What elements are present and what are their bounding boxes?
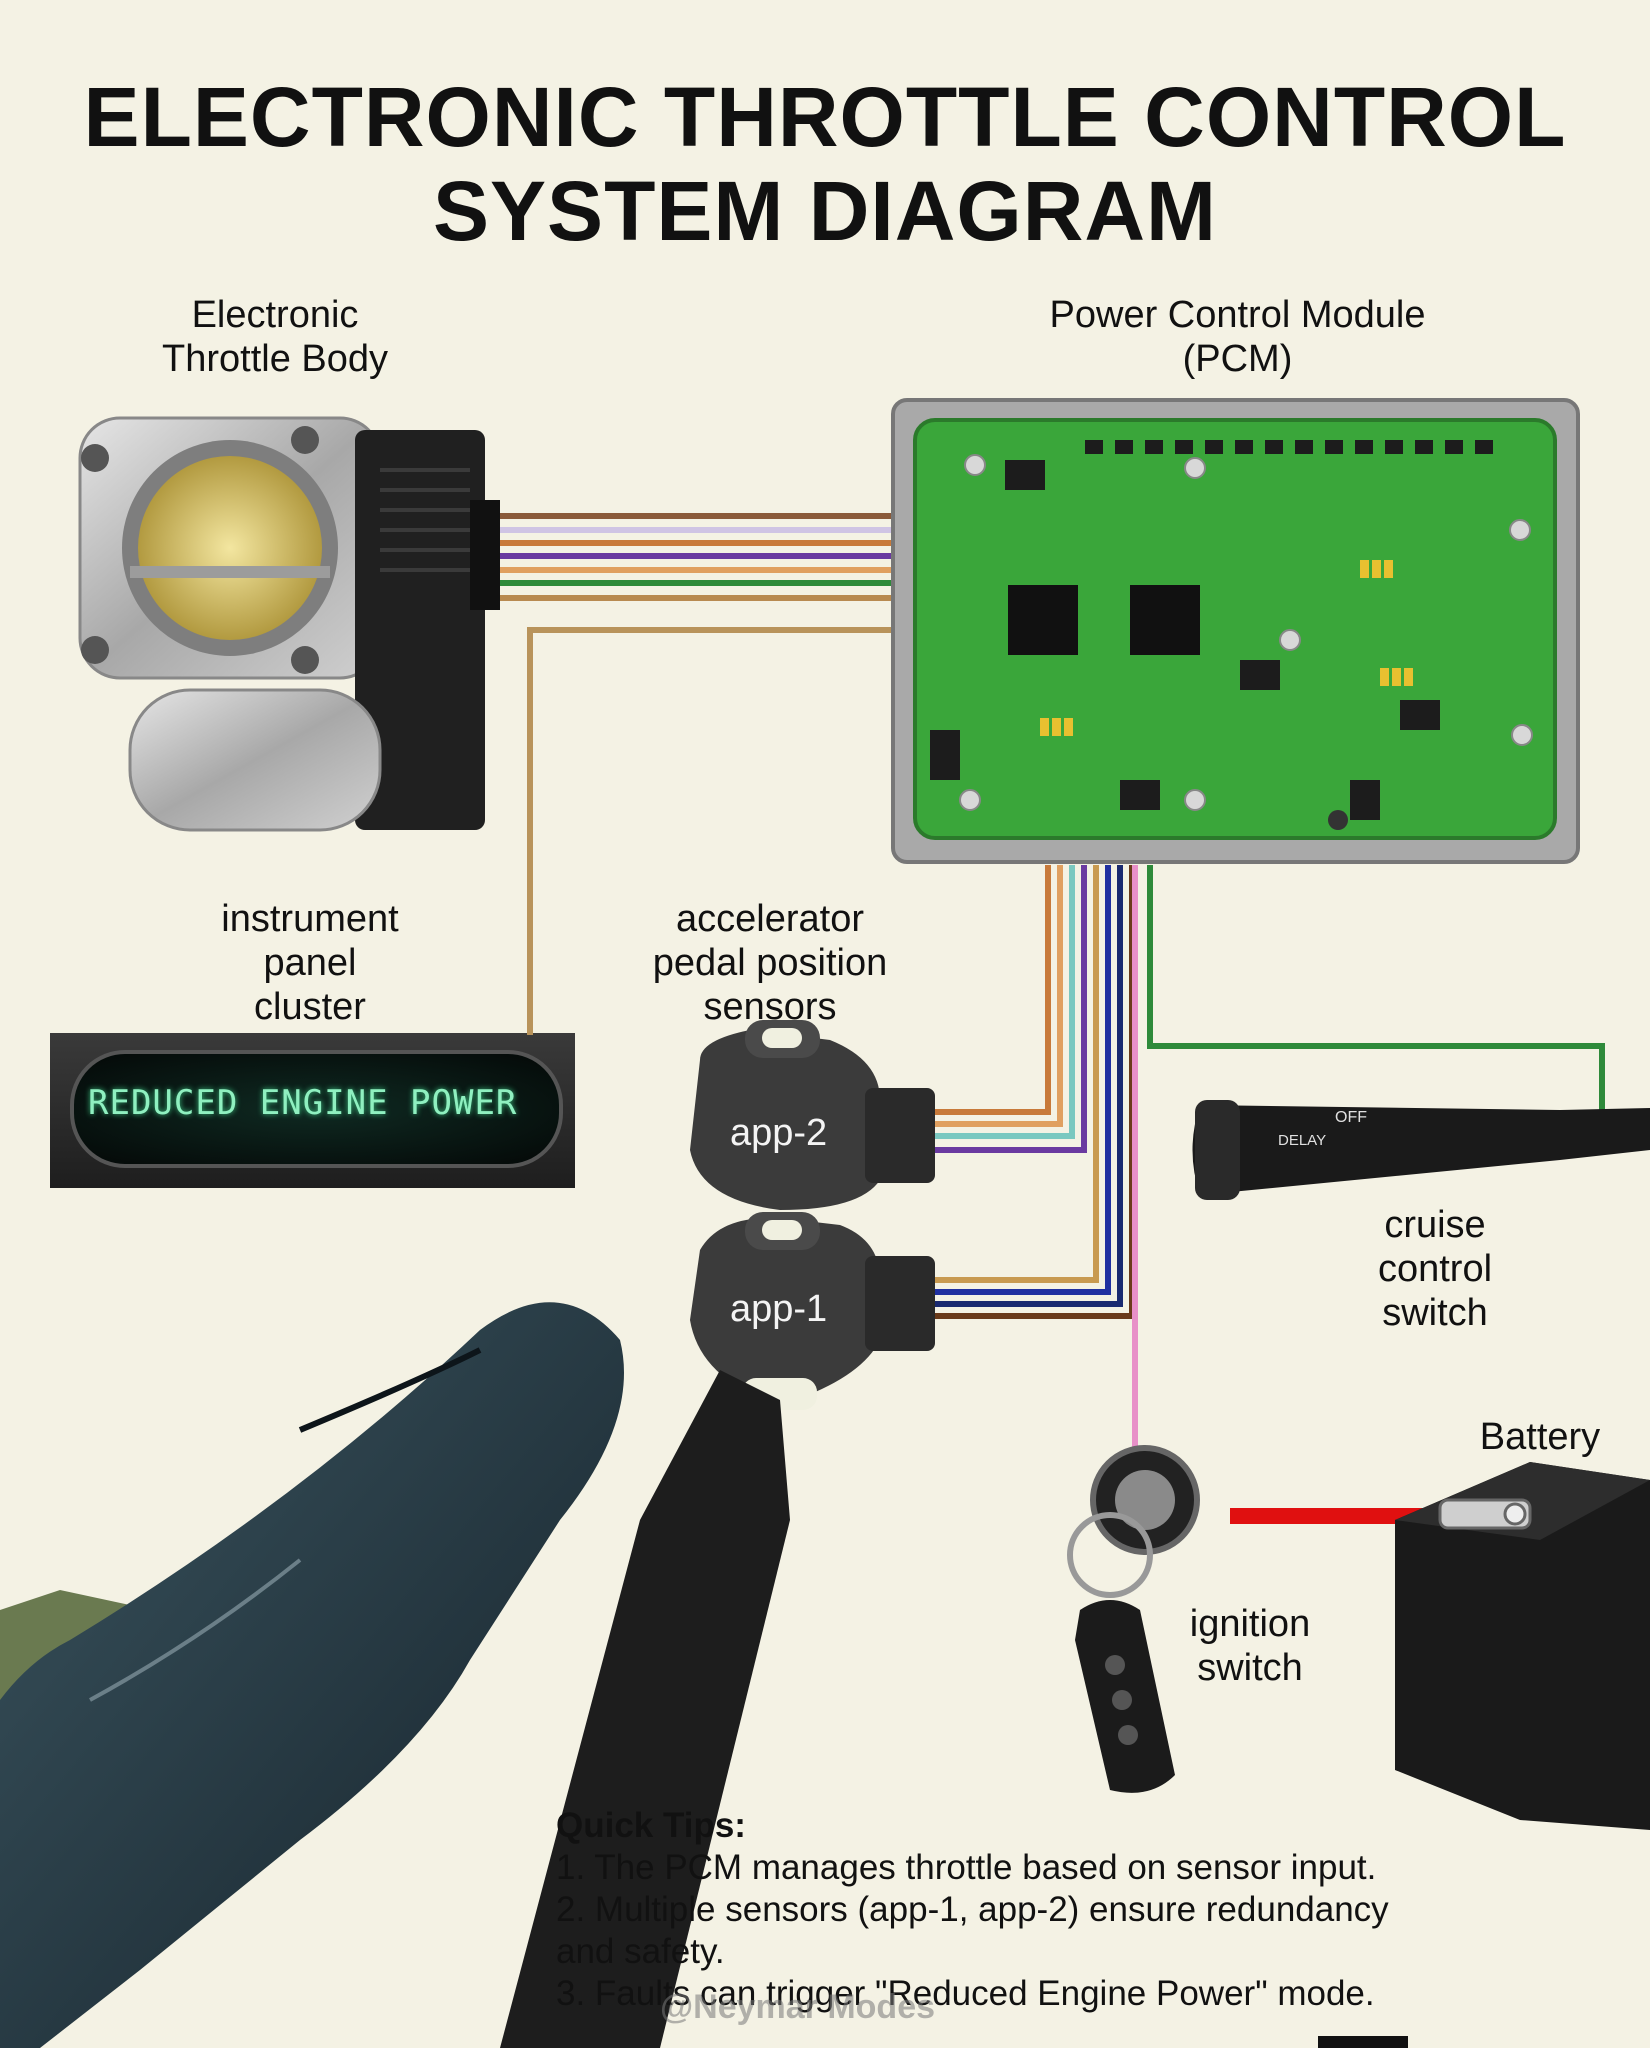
throttle-pcm-harness — [490, 513, 895, 601]
app2-harness — [935, 865, 1087, 1153]
quick-tips-heading: Quick Tips: — [556, 1806, 746, 1845]
tip-1: 1. The PCM manages throttle based on sen… — [556, 1848, 1377, 1887]
cruise-switch-label: cruise control switch — [1320, 1203, 1550, 1335]
cluster-label-line-1: instrument — [221, 898, 399, 940]
tip-2: 2. Multiple sensors (app-1, app-2) ensur… — [556, 1890, 1389, 1929]
cluster-label-line-2: panel — [263, 942, 357, 984]
electronic-throttle-body — [78, 416, 500, 832]
bottom-edge-bar — [1318, 2036, 1408, 2048]
quick-tips: Quick Tips: 1. The PCM manages throttle … — [556, 1805, 1616, 2015]
title-line-2: SYSTEM DIAGRAM — [432, 164, 1218, 258]
ignition-switch — [1067, 1445, 1200, 1793]
app1-harness — [935, 865, 1135, 1319]
cluster-label: instrument panel cluster — [170, 897, 450, 1029]
app2-sensor — [690, 1020, 935, 1210]
ignition-label-line-2: switch — [1197, 1647, 1303, 1689]
cruise-switch-label-line-3: switch — [1382, 1292, 1488, 1334]
battery — [1395, 1462, 1650, 1830]
cluster-display-screen — [70, 1050, 563, 1168]
tip-2-continued: and safety. — [556, 1932, 725, 1971]
ignition-label-line-1: ignition — [1189, 1603, 1311, 1645]
app-2-label: app-2 — [730, 1112, 828, 1154]
foot-on-pedal — [0, 1302, 624, 2048]
app-sensors-label: accelerator pedal position sensors — [620, 897, 920, 1029]
app1-sensor — [690, 1212, 935, 1410]
app-sensors-label-line-2: pedal position — [652, 942, 888, 984]
reduced-engine-power-message: REDUCED ENGINE POWER — [88, 1083, 518, 1123]
cluster-wire — [527, 627, 895, 1035]
app-1-label: app-1 — [730, 1288, 828, 1330]
title-line-1: ELECTRONIC THROTTLE CONTROL — [83, 70, 1567, 164]
cruise-wire — [1147, 865, 1605, 1110]
throttle-body-label: Electronic Throttle Body — [115, 293, 435, 381]
tip-3: 3. Faults can trigger "Reduced Engine Po… — [556, 1974, 1375, 2013]
cruise-delay-text: DELAY — [1278, 1132, 1326, 1149]
ignition-label: ignition switch — [1150, 1602, 1350, 1690]
cruise-control-switch: OFF DELAY — [1192, 1100, 1650, 1200]
app-sensors-label-line-1: accelerator — [676, 898, 864, 940]
watermark: @Neymar Modes — [660, 1988, 936, 2026]
power-control-module — [891, 398, 1580, 864]
throttle-body-label-line-1: Electronic — [191, 294, 359, 336]
cruise-switch-label-line-1: cruise — [1384, 1204, 1486, 1246]
pcm-label: Power Control Module (PCM) — [1000, 293, 1475, 381]
cruise-off-text: OFF — [1335, 1109, 1367, 1126]
pcm-label-line-2: (PCM) — [1182, 338, 1293, 380]
accelerator-pedal — [500, 1370, 790, 2048]
throttle-body-label-line-2: Throttle Body — [162, 338, 388, 380]
pcm-label-line-1: Power Control Module — [1049, 294, 1426, 336]
page-title: ELECTRONIC THROTTLE CONTROL SYSTEM DIAGR… — [0, 70, 1650, 258]
cruise-switch-label-line-2: control — [1377, 1248, 1493, 1290]
cluster-label-line-3: cluster — [254, 986, 366, 1028]
battery-label: Battery — [1479, 1416, 1601, 1458]
